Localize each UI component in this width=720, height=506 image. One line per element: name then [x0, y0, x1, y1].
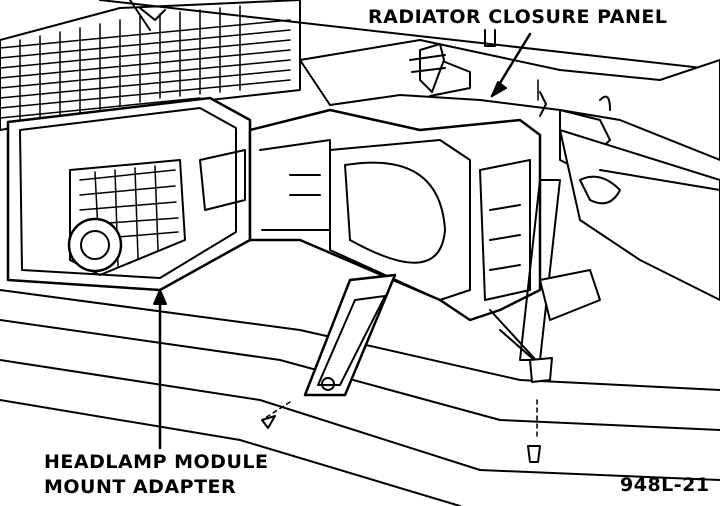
grille — [0, 0, 301, 131]
radiator-closure-panel-label: RADIATOR CLOSURE PANEL — [368, 6, 668, 28]
hood-edge — [99, 0, 720, 71]
right-side-support — [489, 179, 601, 383]
fender-opening — [579, 175, 621, 205]
mount-adapter-bracket — [248, 108, 542, 322]
headlamp-label-line2: MOUNT ADAPTER — [44, 476, 237, 498]
leader-lines — [153, 32, 539, 450]
support-strap — [303, 273, 397, 397]
headlamp-module — [6, 96, 252, 292]
headlamp-label-line1: HEADLAMP MODULE — [44, 451, 269, 473]
headlamp-module-mount-adapter-label: HEADLAMP MODULE MOUNT ADAPTER — [44, 450, 268, 500]
inner-fender — [559, 129, 720, 301]
fasteners — [261, 29, 547, 463]
figure-number: 948L-21 — [620, 474, 710, 496]
bumper-fascia — [0, 289, 720, 506]
